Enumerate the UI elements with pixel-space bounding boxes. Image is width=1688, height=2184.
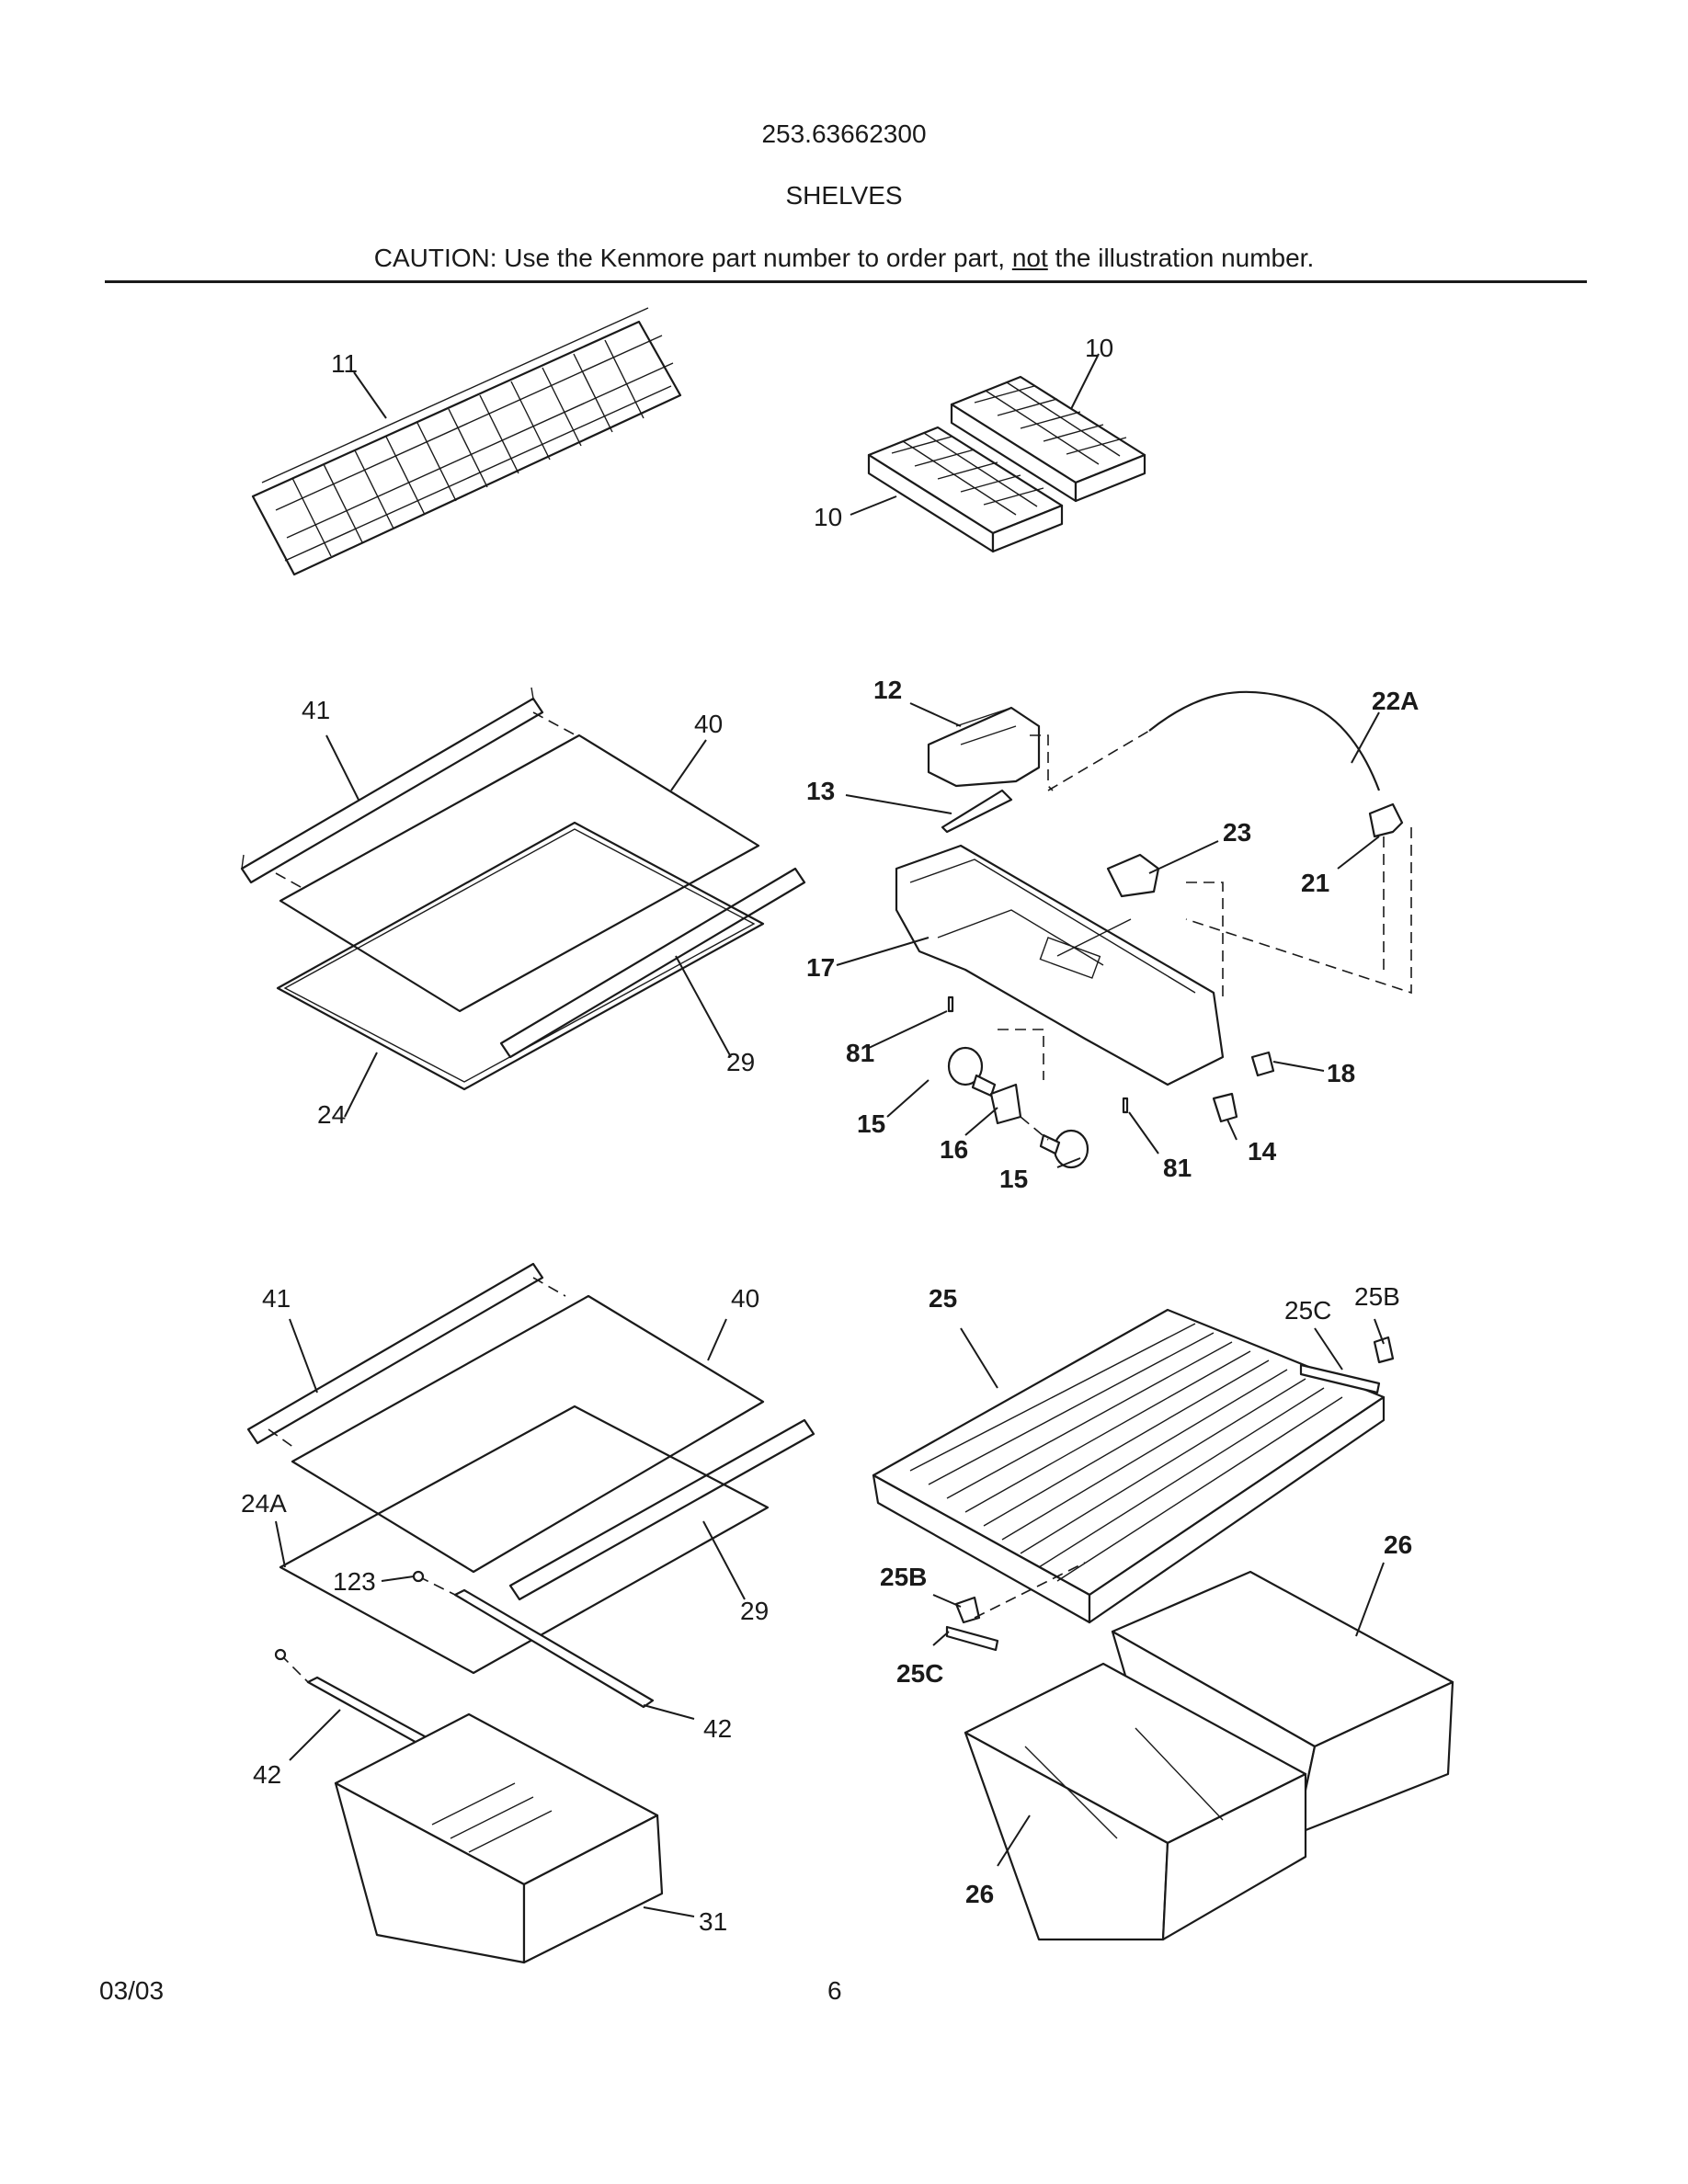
upper-shelf-frame	[276, 821, 765, 1091]
callout-10-upper: 10	[1085, 334, 1113, 362]
callout-29-lower: 29	[740, 1597, 769, 1625]
header-rule	[105, 280, 1587, 283]
screw-right	[1122, 1097, 1129, 1114]
callout-24a: 24A	[241, 1489, 287, 1518]
callout-26-upper: 26	[1384, 1530, 1412, 1559]
crisper-drawer-left	[334, 1712, 664, 1964]
upper-glass-shelf	[279, 734, 760, 1013]
cover-clip-right	[1373, 1336, 1395, 1364]
callout-25c-upper: 25C	[1284, 1296, 1331, 1325]
plug-button	[1250, 1051, 1275, 1077]
callout-14: 14	[1248, 1137, 1277, 1166]
callout-81-left: 81	[846, 1039, 874, 1067]
caution-notice: CAUTION: Use the Kenmore part number to …	[0, 244, 1688, 273]
model-number: 253.63662300	[761, 119, 927, 148]
callout-41-lower: 41	[262, 1284, 291, 1313]
ice-tray-front	[867, 426, 1064, 553]
lower-shelf-frame	[279, 1405, 770, 1675]
callout-40-upper: 40	[694, 710, 723, 738]
caution-suffix: the illustration number.	[1047, 244, 1315, 272]
callout-13: 13	[806, 777, 835, 805]
callout-25b-lower: 25B	[880, 1563, 927, 1591]
crisper-slide-right	[453, 1588, 655, 1709]
ice-tray-back	[950, 375, 1146, 503]
power-cord-connector	[1368, 802, 1404, 838]
callout-10-lower: 10	[814, 503, 842, 531]
callout-22a: 22A	[1372, 687, 1419, 715]
footer-date: 03/03	[99, 1976, 165, 2005]
callout-31: 31	[699, 1907, 727, 1936]
callout-25b-upper: 25B	[1354, 1282, 1400, 1311]
footer-page-number: 6	[827, 1976, 842, 2005]
light-bulb-right	[1039, 1129, 1089, 1169]
light-switch	[1212, 1092, 1238, 1123]
callout-11: 11	[331, 349, 358, 378]
callout-81-right: 81	[1163, 1154, 1192, 1182]
leader-lines	[275, 353, 1385, 1917]
screw-left	[947, 995, 954, 1013]
callout-15-left: 15	[857, 1109, 885, 1138]
caution-prefix: CAUTION: Use the Kenmore part number to …	[373, 244, 1012, 272]
upper-shelf-rail-back	[240, 687, 544, 884]
callout-25: 25	[929, 1284, 957, 1313]
defrost-timer	[1106, 853, 1160, 898]
callout-labels: 11 10 10 41 40 29 24 12 22A 13 23 21 17 …	[241, 334, 1419, 1936]
light-bulb-left	[947, 1046, 997, 1098]
callout-26-lower: 26	[965, 1880, 994, 1908]
screw-123	[412, 1570, 425, 1583]
callout-23: 23	[1223, 818, 1251, 847]
caution-not: not	[1011, 244, 1048, 272]
control-knob	[927, 706, 1041, 788]
wire-shelf	[251, 307, 682, 576]
callout-29-upper: 29	[726, 1048, 755, 1076]
callout-12: 12	[873, 676, 902, 704]
screw-lower-left	[274, 1648, 287, 1661]
lower-shelf-rail-back	[246, 1262, 544, 1445]
callout-42-left: 42	[253, 1760, 281, 1789]
callout-15-right: 15	[999, 1165, 1028, 1193]
callout-42-right: 42	[703, 1714, 732, 1743]
light-socket	[989, 1083, 1022, 1125]
power-cord	[1148, 690, 1381, 791]
callout-21: 21	[1301, 869, 1329, 897]
crisper-cover	[872, 1308, 1386, 1624]
callout-24: 24	[317, 1100, 346, 1129]
lower-glass-shelf	[291, 1294, 765, 1574]
control-housing	[895, 844, 1225, 1086]
light-shield	[941, 789, 1013, 834]
callout-18: 18	[1327, 1059, 1355, 1087]
callout-16: 16	[940, 1135, 968, 1164]
cover-bracket-left	[945, 1625, 999, 1652]
callout-25c-lower: 25C	[896, 1659, 943, 1688]
callout-40-lower: 40	[731, 1284, 759, 1313]
callout-41-upper: 41	[302, 696, 330, 724]
upper-shelf-rail-front	[499, 867, 806, 1059]
cover-clip-left	[954, 1596, 981, 1624]
callout-123: 123	[333, 1567, 376, 1596]
cover-bracket-right	[1299, 1363, 1381, 1394]
crisper-drawer-front	[964, 1662, 1307, 1941]
section-title: SHELVES	[785, 181, 903, 210]
callout-17: 17	[806, 953, 835, 982]
